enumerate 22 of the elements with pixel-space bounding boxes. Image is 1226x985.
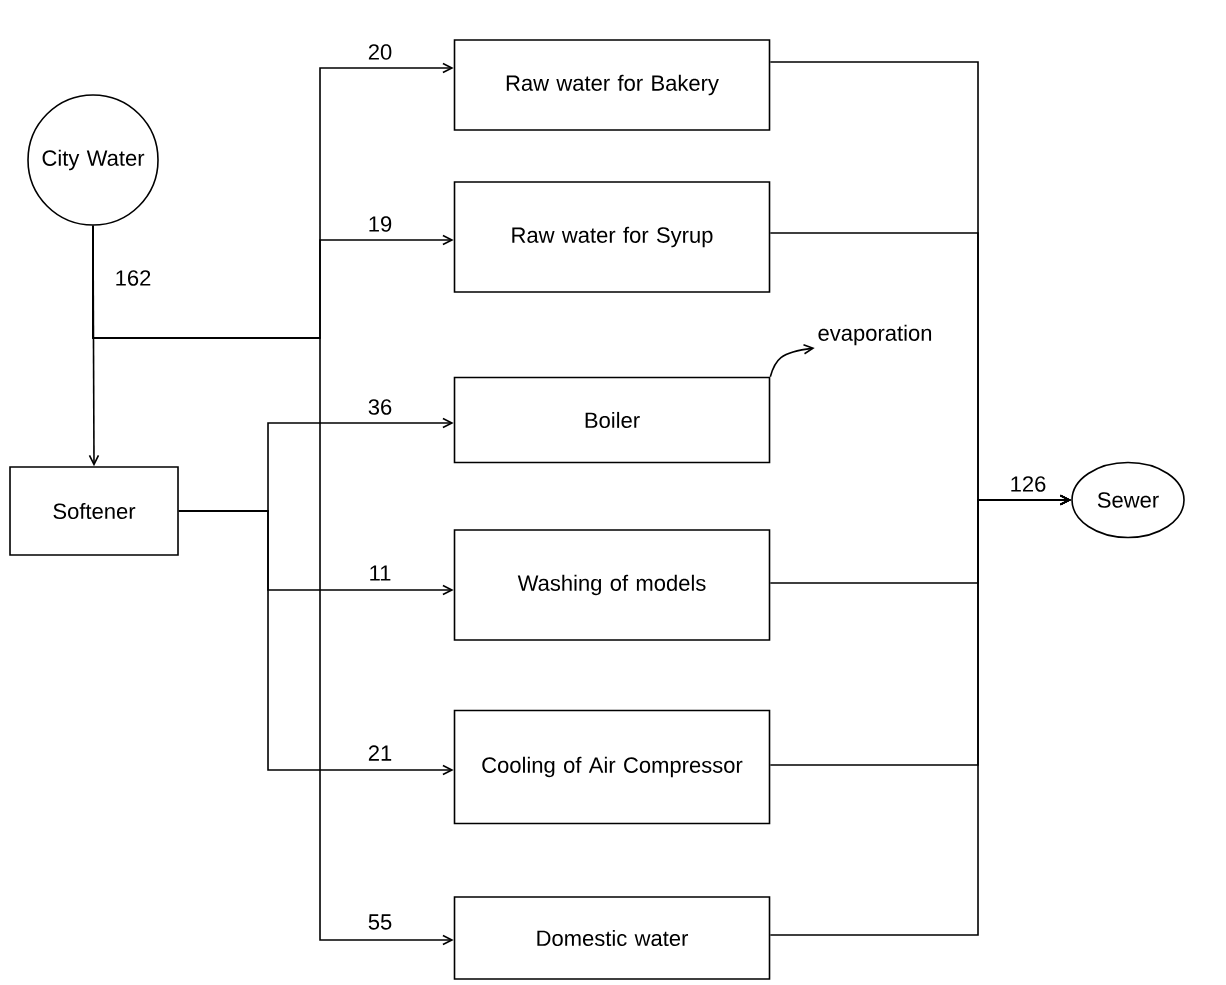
process-box: Raw water for Syrup [453, 181, 771, 293]
edge-label: 36 [366, 398, 394, 416]
arrow [178, 510, 454, 776]
circle-node: City Water [27, 94, 159, 226]
process-box: Raw water for Bakery [453, 39, 771, 131]
edge-label: 162 [113, 269, 153, 287]
edge-label: 19 [366, 215, 394, 233]
edge-label: 55 [366, 913, 394, 931]
process-box: Domestic water [453, 896, 771, 980]
edge-label: 126 [1008, 475, 1048, 493]
process-box: Cooling of Air Compressor [453, 709, 771, 825]
edge-label: 20 [366, 43, 394, 61]
arrow [769, 344, 815, 378]
node-text: evaporation [818, 324, 932, 346]
arrow [769, 494, 1072, 936]
ellipse-node: Sewer [1071, 461, 1185, 539]
process-box: Softener [9, 466, 179, 556]
process-box: Washing of models [453, 529, 771, 641]
arrow [92, 225, 454, 946]
edge-label: 11 [367, 564, 393, 582]
process-box: Boiler [453, 376, 771, 464]
edge-label: 21 [366, 744, 394, 762]
